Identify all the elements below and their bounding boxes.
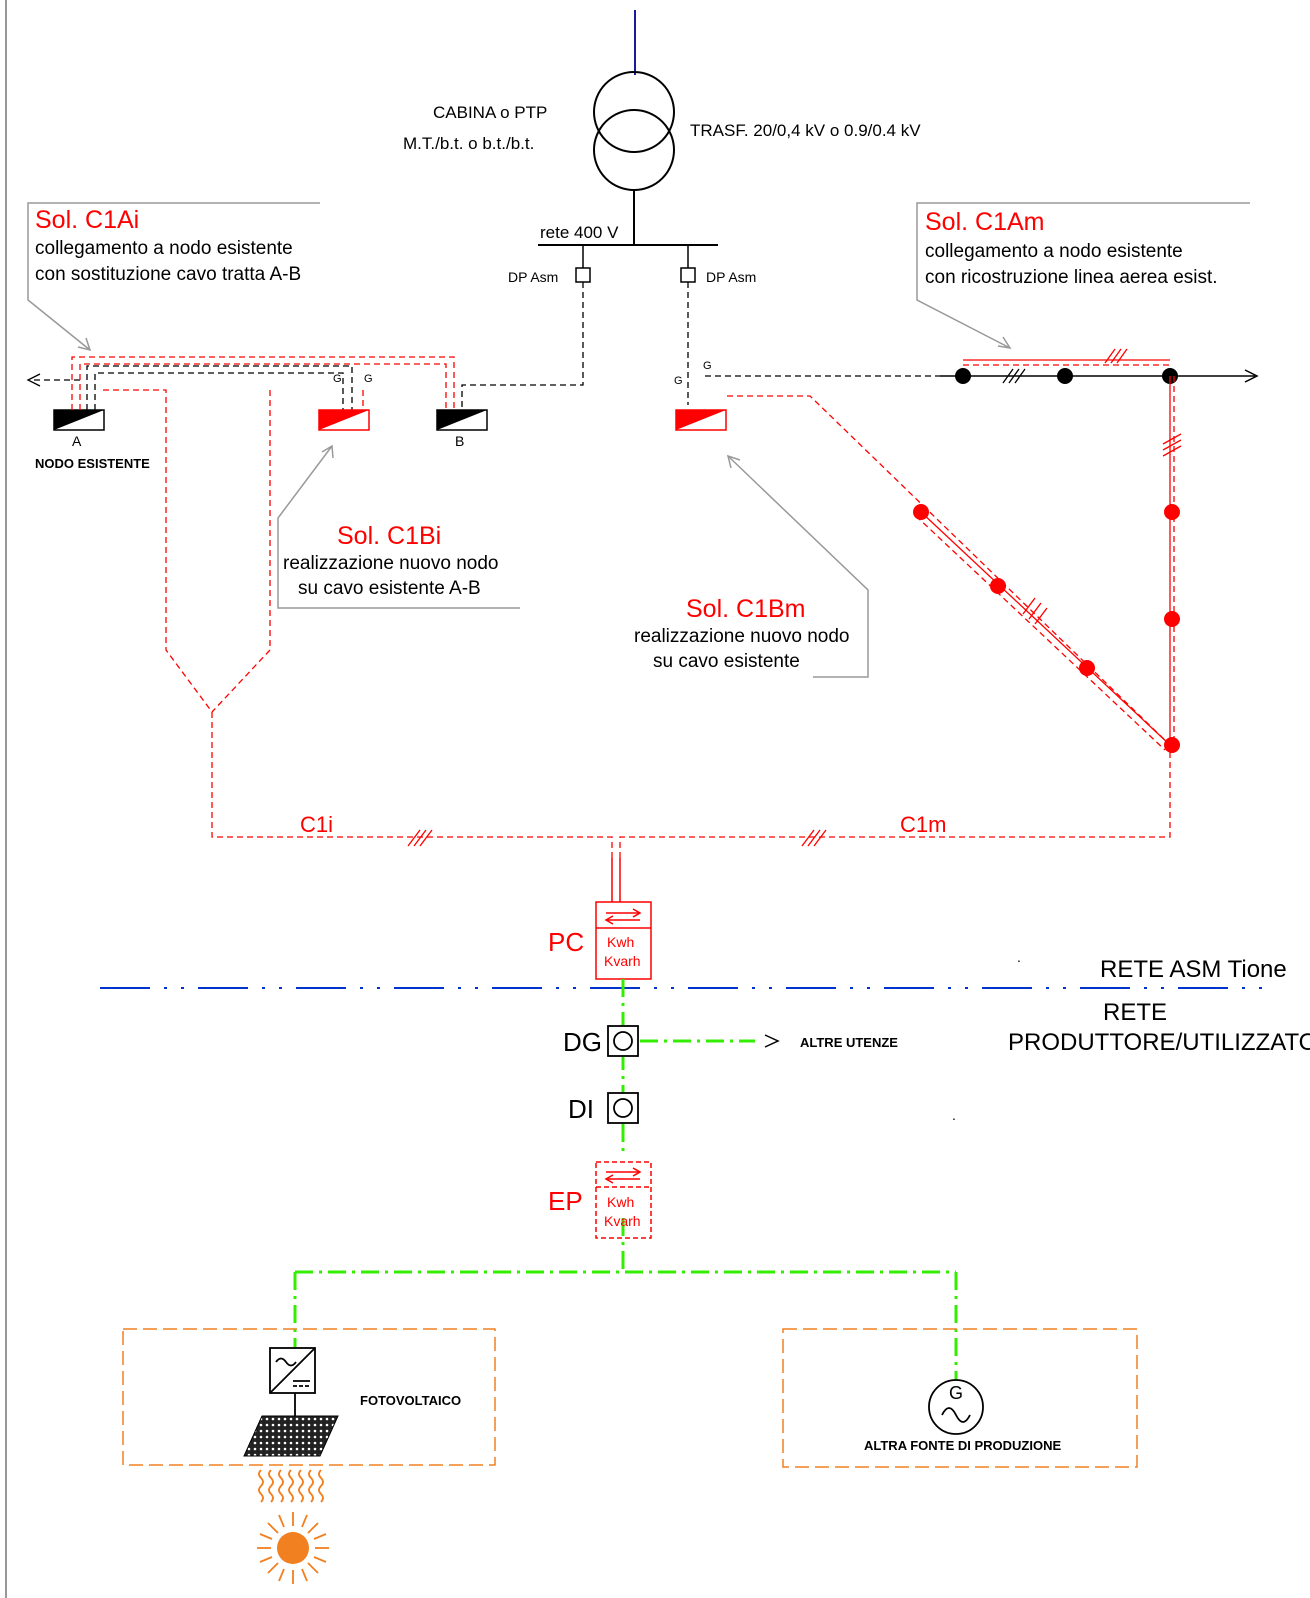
sol-c1ai-desc-1: collegamento a nodo esistente: [35, 238, 293, 259]
pc-kwh: Kwh: [607, 934, 634, 950]
sol-c1bi-desc-1: realizzazione nuovo nodo: [283, 553, 499, 574]
other-users-arrow: [764, 1034, 780, 1048]
c1i-label: C1i: [300, 812, 333, 837]
pv-label: FOTOVOLTAICO: [360, 1393, 461, 1408]
callout-c1bm: [726, 454, 869, 678]
boundary-user-label-2: PRODUTTORE/UTILIZZATORE: [1008, 1029, 1310, 1056]
stray-dot-1: .: [1017, 949, 1021, 965]
three-phase-marks-red: [407, 348, 1182, 847]
overhead-poles: [955, 368, 1178, 384]
ep-meter: [595, 1161, 652, 1239]
di-label: DI: [568, 1094, 594, 1124]
generator-symbol: G: [949, 1383, 963, 1403]
callout-c1am: [916, 202, 1250, 350]
boundary-asm-label: RETE ASM Tione: [1100, 956, 1287, 983]
dg-label: DG: [563, 1027, 602, 1057]
other-plant-label: ALTRA FONTE DI PRODUZIONE: [864, 1438, 1061, 1453]
red-new-poles: [913, 504, 1180, 753]
sol-c1bi-title: Sol. C1Bi: [337, 522, 441, 550]
node-new-c1bm: [675, 409, 727, 431]
callout-c1bi: [277, 444, 520, 609]
cabina-label-2: M.T./b.t. o b.t./b.t.: [403, 134, 534, 153]
transformer-symbol: [593, 71, 675, 191]
ep-kvarh: Kvarh: [604, 1213, 641, 1229]
ep-label: EP: [548, 1186, 583, 1216]
node-a: [53, 409, 105, 431]
node-a-caption: NODO ESISTENTE: [35, 456, 150, 471]
cabina-label-1: CABINA o PTP: [433, 103, 547, 122]
g-mark-3: G: [674, 375, 683, 387]
c1am-new-line: [915, 359, 1175, 751]
sol-c1bm-desc-2: su cavo esistente: [653, 651, 800, 672]
sol-c1bi-desc-2: su cavo esistente A-B: [298, 578, 481, 599]
inverter-icon: [269, 1347, 316, 1416]
c1m-label: C1m: [900, 812, 946, 837]
dp-label-right: DP Asm: [706, 269, 756, 285]
transformer-label: TRASF. 20/0,4 kV o 0.9/0.4 kV: [690, 121, 921, 140]
node-new-c1bi: [318, 409, 370, 431]
dp-breaker-right: [680, 267, 696, 283]
node-b-label: B: [455, 433, 464, 449]
user-network: [293, 979, 958, 1380]
generator-icon: [928, 1379, 984, 1435]
pv-panel-icon: [243, 1415, 339, 1457]
g-mark-4: G: [703, 360, 712, 372]
line-continue-left-arrow: [26, 373, 41, 387]
stray-dot-2: .: [952, 1107, 956, 1123]
sol-c1am-desc-2: con ricostruzione linea aerea esist.: [925, 267, 1218, 288]
dp-label-left: DP Asm: [508, 269, 558, 285]
three-phase-marks-overhead: [1002, 368, 1026, 384]
sol-c1ai-title: Sol. C1Ai: [35, 206, 139, 234]
boundary-user-label-1: RETE: [1103, 999, 1167, 1026]
callout-c1ai: [27, 202, 320, 352]
node-a-label: A: [72, 433, 82, 449]
dp-breaker-left: [575, 267, 591, 283]
line-continue-right-arrow: [1244, 369, 1259, 383]
ep-arrows: [604, 1167, 642, 1184]
pc-label: PC: [548, 927, 584, 957]
other-users-label: ALTRE UTENZE: [800, 1035, 898, 1050]
g-mark-1: G: [333, 373, 342, 385]
sol-c1ai-desc-2: con sostituzione cavo tratta A-B: [35, 264, 301, 285]
sol-c1bm-title: Sol. C1Bm: [686, 595, 805, 623]
dg-breaker: [607, 1025, 639, 1057]
existing-cables: [32, 282, 940, 410]
heat-waves-icon: [258, 1469, 324, 1503]
g-mark-2: G: [364, 373, 373, 385]
sol-c1am-title: Sol. C1Am: [925, 208, 1044, 236]
sun-icon: [257, 1512, 329, 1584]
pv-plant-box: [122, 1328, 496, 1466]
pc-kvarh: Kvarh: [604, 953, 641, 969]
other-plant-box: [782, 1328, 1138, 1468]
ep-kwh: Kwh: [607, 1194, 634, 1210]
c1ai-cable: [71, 356, 1171, 858]
busbar-label: rete 400 V: [540, 223, 619, 242]
di-breaker: [607, 1092, 639, 1124]
node-b: [436, 409, 488, 431]
sol-c1am-desc-1: collegamento a nodo esistente: [925, 241, 1183, 262]
sol-c1bm-desc-1: realizzazione nuovo nodo: [634, 626, 850, 647]
